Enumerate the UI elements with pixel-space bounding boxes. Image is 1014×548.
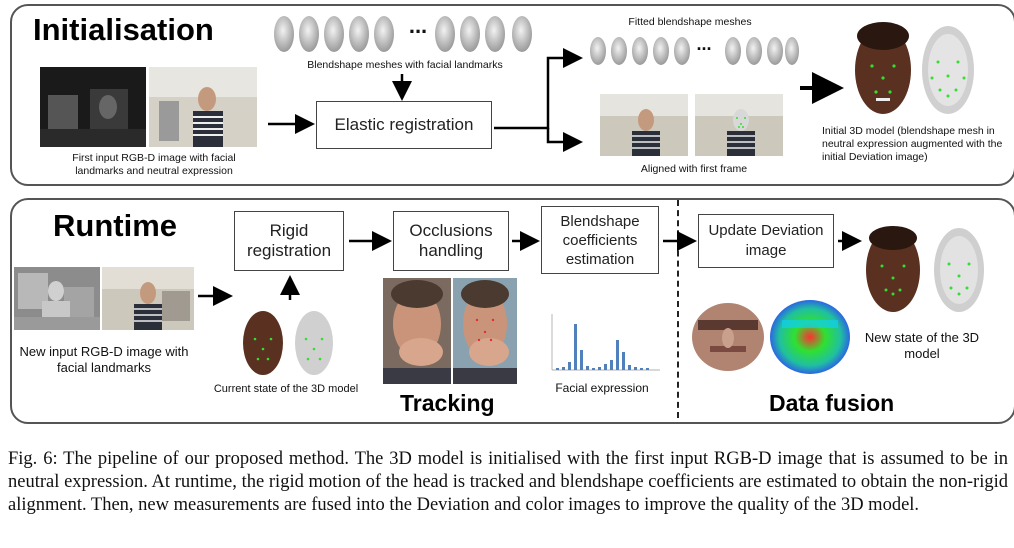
initial-model-color-head (850, 18, 916, 118)
new-input-caption: New input RGB-D image with facial landma… (19, 344, 189, 375)
runtime-title: Runtime (53, 208, 177, 243)
current-state-caption: Current state of the 3D model (213, 383, 359, 395)
fitted-meshes-row (588, 34, 800, 68)
elastic-registration-box: Elastic registration (316, 101, 492, 149)
ellipsis-top: ... (408, 13, 428, 38)
current-state-mesh-head (292, 307, 336, 377)
aligned-label: Aligned with first frame (640, 163, 748, 175)
fitted-label: Fitted blendshape meshes (628, 16, 752, 28)
occlusions-handling-box: Occlusions handling (393, 211, 509, 271)
initialisation-title: Initialisation (33, 12, 214, 47)
blendshape-coefficients-box: Blendshape coefficients estimation (541, 206, 659, 274)
occlusion-image-2 (453, 278, 517, 384)
blendshape-label: Blendshape meshes with facial landmarks (307, 59, 503, 71)
deviation-image-color (768, 298, 852, 376)
initial-model-caption: Initial 3D model (blendshape mesh in neu… (822, 125, 1003, 163)
figure-caption: Fig. 6: The pipeline of our proposed met… (8, 449, 1008, 515)
new-state-color-head (862, 222, 924, 314)
new-input-rgb-image (102, 267, 194, 330)
tracking-label: Tracking (400, 390, 495, 416)
occlusion-image-1 (383, 278, 451, 384)
new-state-caption: New state of the 3D model (864, 330, 980, 361)
update-deviation-box: Update Deviation image (698, 214, 834, 268)
current-state-color-head (240, 307, 286, 377)
first-input-rgb-image (149, 67, 257, 147)
aligned-frame-2 (695, 94, 783, 156)
blendshape-meshes-image (274, 16, 532, 52)
data-fusion-label: Data fusion (769, 390, 895, 416)
first-input-depth-image (40, 67, 146, 147)
blendshape-meshes-row (272, 12, 540, 56)
first-input-caption: First input RGB-D image with facial land… (72, 152, 236, 177)
rigid-registration-box: Rigid registration (234, 211, 344, 271)
deviation-image-texture (690, 300, 766, 374)
facial-expression-label: Facial expression (555, 381, 649, 395)
facial-expression-chart (540, 310, 664, 380)
ellipsis-fitted: ... (696, 34, 712, 54)
divider-dashed-line (677, 200, 679, 418)
new-state-mesh-head (930, 222, 988, 314)
new-input-depth-image (14, 267, 100, 330)
aligned-frame-1 (600, 94, 688, 156)
initial-model-mesh-head (918, 18, 978, 118)
